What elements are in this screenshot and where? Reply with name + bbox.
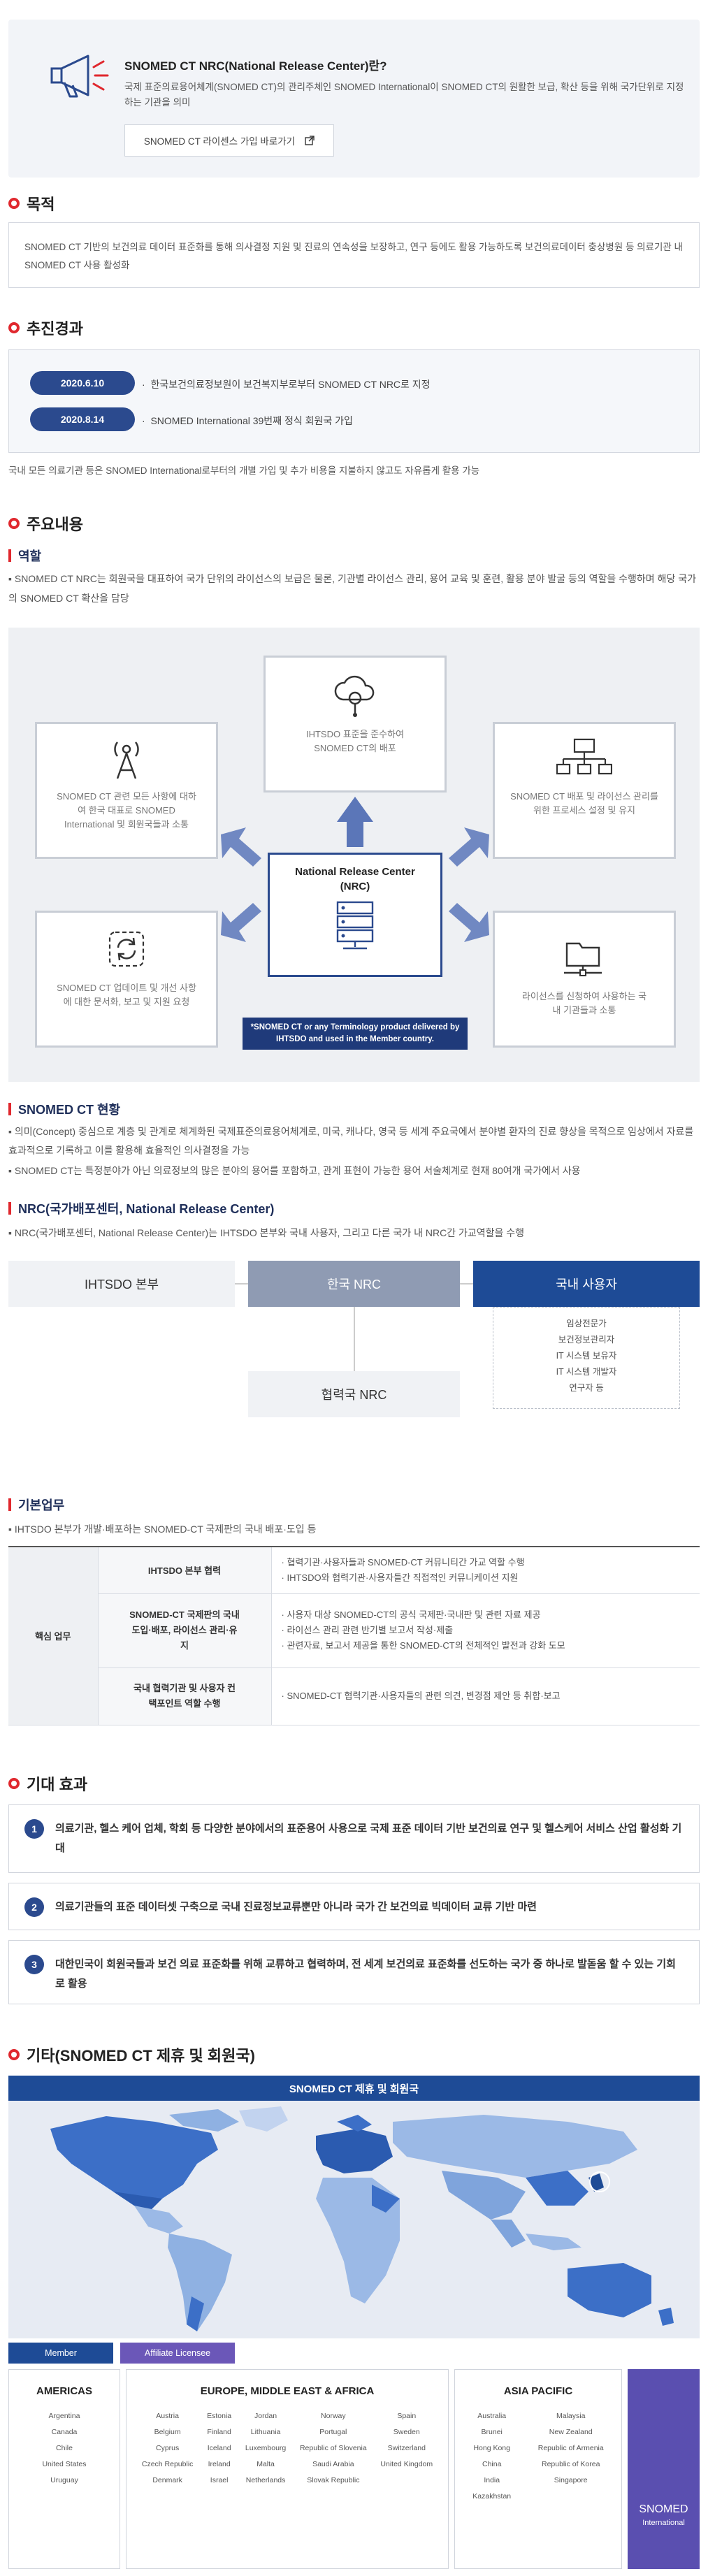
diagram-right-box: SNOMED CT 배포 및 라이선스 관리를 위한 프로세스 설정 및 유지 <box>493 722 676 859</box>
intro-title: SNOMED CT NRC(National Release Center)란? <box>124 59 387 73</box>
diagram-bottom-left-box: SNOMED CT 업데이트 및 개선 사항에 대한 문서화, 보고 및 지원 … <box>35 911 218 1048</box>
expect-item-3: 3 대한민국이 회원국들과 보건 의료 표준화를 위해 교류하고 협력하며, 전… <box>8 1940 700 2004</box>
nrc-title: National Release Center <box>295 866 415 878</box>
diagram-top-box: IHTSDO 표준을 준수하여 SNOMED CT의 배포 <box>263 656 447 793</box>
world-map-image <box>50 2106 674 2331</box>
history-heading: 추진경과 <box>8 317 83 339</box>
nrc-role-diagram: IHTSDO 표준을 준수하여 SNOMED CT의 배포 SNOMED CT … <box>8 628 700 1082</box>
section-dot-icon <box>8 198 20 209</box>
diagram-bottom-right-text: 라이선스를 신청하여 사용하는 국내 기관들과 소통 <box>521 991 647 1015</box>
diagram-right-text: SNOMED CT 배포 및 라이선스 관리를 위한 프로세스 설정 및 유지 <box>510 791 658 816</box>
license-join-label: SNOMED CT 라이센스 가입 바로가기 <box>143 136 296 147</box>
main-heading: 주요내용 <box>8 512 83 535</box>
section-dot-icon <box>8 1778 20 1789</box>
history-text-2: · SNOMED International 39번째 정식 회원국 가입 <box>142 415 353 426</box>
number-badge: 3 <box>24 1955 44 1974</box>
logo-main-text: SNOMED <box>639 2503 688 2515</box>
basic-text: ▪ IHTSDO 본부가 개발·배포하는 SNOMED-CT 국제판의 국내 배… <box>8 1524 317 1535</box>
region-emea-title: EUROPE, MIDDLE EAST & AFRICA <box>200 2385 375 2397</box>
diagram-arrows <box>221 797 489 942</box>
refresh-icon <box>108 931 145 967</box>
detail-cell-1: · 협력기관·사용자들과 SNOMED-CT 커뮤니티간 가교 역할 수행 · … <box>270 1547 700 1594</box>
diagram-left-text: SNOMED CT 관련 모든 사항에 대하여 한국 대표로 SNOMED In… <box>57 791 196 830</box>
arrow-up-left <box>221 827 261 867</box>
purpose-text: SNOMED CT 기반의 보건의료 데이터 표준화를 통해 의사결정 지원 및… <box>24 242 683 270</box>
status-item-1: ▪ 의미(Concept) 중심으로 계층 및 관계로 체계화된 국제표준의료용… <box>8 1126 694 1156</box>
members-heading: 기타(SNOMED CT 제휴 및 회원국) <box>8 2043 255 2066</box>
status-item-2: ▪ SNOMED CT는 특정분야가 아닌 의료정보의 많은 분야의 용어를 포… <box>8 1165 581 1176</box>
task-cell-1: IHTSDO 본부 협력 <box>97 1547 271 1594</box>
legend-affiliate: Affiliate Licensee <box>120 2343 235 2364</box>
detail-cell-2: · 사용자 대상 SNOMED-CT의 공식 국제판·국내판 및 관련 자료 제… <box>270 1593 700 1668</box>
org-korea-nrc: 한국 NRC <box>248 1261 460 1307</box>
history-date-2: 2020.8.14 <box>30 407 135 431</box>
folder-network-icon <box>564 942 602 976</box>
role-heading: 역할 <box>8 547 41 565</box>
megaphone-icon <box>50 55 109 98</box>
role-text: ▪ SNOMED CT NRC는 회원국을 대표하여 국가 단위의 라이선스의 … <box>8 573 696 604</box>
section-dot-icon <box>8 518 20 529</box>
purpose-heading: 목적 <box>8 192 55 215</box>
basic-heading: 기본업무 <box>8 1496 64 1514</box>
world-map <box>8 2101 700 2338</box>
history-box: 2020.6.10 · 한국보건의료정보원이 보건복지부로부터 SNOMED C… <box>8 349 700 453</box>
basic-task-table: 핵심 업무 IHTSDO 본부 협력 · 협력기관·사용자들과 SNOMED-C… <box>8 1547 700 1725</box>
map-title-bar: SNOMED CT 제휴 및 회원국 <box>8 2076 700 2101</box>
expect-item-2: 2 의료기관들의 표준 데이터셋 구축으로 국내 진료정보교류뿐만 아니라 국가… <box>8 1883 700 1930</box>
arrow-down-left <box>221 903 261 942</box>
network-monitor-icon <box>556 738 613 775</box>
americas-list: Argentina Canada Chile United States Uru… <box>42 2412 87 2484</box>
number-badge: 2 <box>24 1897 44 1917</box>
detail-cell-3: · SNOMED-CT 협력기관·사용자들의 관련 의견, 변경점 제안 등 취… <box>270 1667 700 1725</box>
section-dot-icon <box>8 322 20 333</box>
domestic-user-list: 임상전문가 보건정보관리자 IT 시스템 보유자 IT 시스템 개발자 연구자 … <box>493 1307 680 1409</box>
diagram-left-box: SNOMED CT 관련 모든 사항에 대하여 한국 대표로 SNOMED In… <box>35 722 218 859</box>
antenna-icon <box>114 741 139 779</box>
external-link-icon <box>305 136 315 145</box>
org-partner-nrc: 협력국 NRC <box>248 1371 460 1417</box>
nrc-subtitle: (NRC) <box>340 881 370 892</box>
logo-sub-text: International <box>642 2519 685 2527</box>
section-dot-icon <box>8 2049 20 2060</box>
arrow-down-right <box>449 903 489 942</box>
history-note: 국내 모든 의료기관 등은 SNOMED International로부터의 개… <box>8 465 480 476</box>
org-domestic-users: 국내 사용자 <box>473 1261 700 1307</box>
nrc-text: ▪ NRC(국가배포센터, National Release Center)는 … <box>8 1227 524 1238</box>
status-heading: SNOMED CT 현황 <box>8 1100 120 1118</box>
nrc-heading: NRC(국가배포센터, National Release Center) <box>8 1199 274 1217</box>
task-cell-3: 국내 협력기관 및 사용자 컨택포인트 역할 수행 <box>97 1667 271 1725</box>
nrc-intro-box: SNOMED CT NRC(National Release Center)란?… <box>8 20 700 178</box>
arrow-up-right <box>449 827 489 867</box>
server-icon <box>336 901 374 950</box>
purpose-box: SNOMED CT 기반의 보건의료 데이터 표준화를 통해 의사결정 지원 및… <box>8 222 700 288</box>
snomed-international-logo: SNOMED International <box>628 2369 700 2569</box>
core-task-cell: 핵심 업무 <box>8 1547 98 1725</box>
cloud-search-icon <box>334 675 375 717</box>
diagram-center-box: National Release Center (NRC) <box>268 853 442 977</box>
region-americas: AMERICAS Argentina Canada Chile United S… <box>8 2369 120 2569</box>
diagram-top-text: IHTSDO 표준을 준수하여 SNOMED CT의 배포 <box>305 729 405 753</box>
intro-description: 국제 표준의료용어체계(SNOMED CT)의 관리주체인 SNOMED Int… <box>124 82 684 108</box>
diagram-note: *SNOMED CT or any Terminology product de… <box>243 1018 468 1050</box>
org-ihtsdo: IHTSDO 본부 <box>8 1261 235 1307</box>
history-date-1: 2020.6.10 <box>30 371 135 395</box>
task-cell-2: SNOMED-CT 국제판의 국내 도입·배포, 라이선스 관리·유지 <box>97 1593 271 1668</box>
expect-heading: 기대 효과 <box>8 1772 87 1795</box>
diagram-bottom-left-text: SNOMED CT 업데이트 및 개선 사항에 대한 문서화, 보고 및 지원 … <box>57 983 196 1007</box>
license-join-button[interactable]: SNOMED CT 라이센스 가입 바로가기 <box>124 124 334 157</box>
legend-member: Member <box>8 2343 113 2364</box>
expect-item-1: 1 의료기관, 헬스 케어 업체, 학회 등 다양한 분야에서의 표준용어 사용… <box>8 1804 700 1873</box>
region-apac-title: ASIA PACIFIC <box>503 2385 573 2397</box>
diagram-bottom-right-box: 라이선스를 신청하여 사용하는 국내 기관들과 소통 <box>493 911 676 1048</box>
arrow-up <box>337 797 373 847</box>
number-badge: 1 <box>24 1819 44 1839</box>
history-text-1: · 한국보건의료정보원이 보건복지부로부터 SNOMED CT NRC로 지정 <box>142 379 431 390</box>
region-americas-title: AMERICAS <box>36 2385 92 2397</box>
